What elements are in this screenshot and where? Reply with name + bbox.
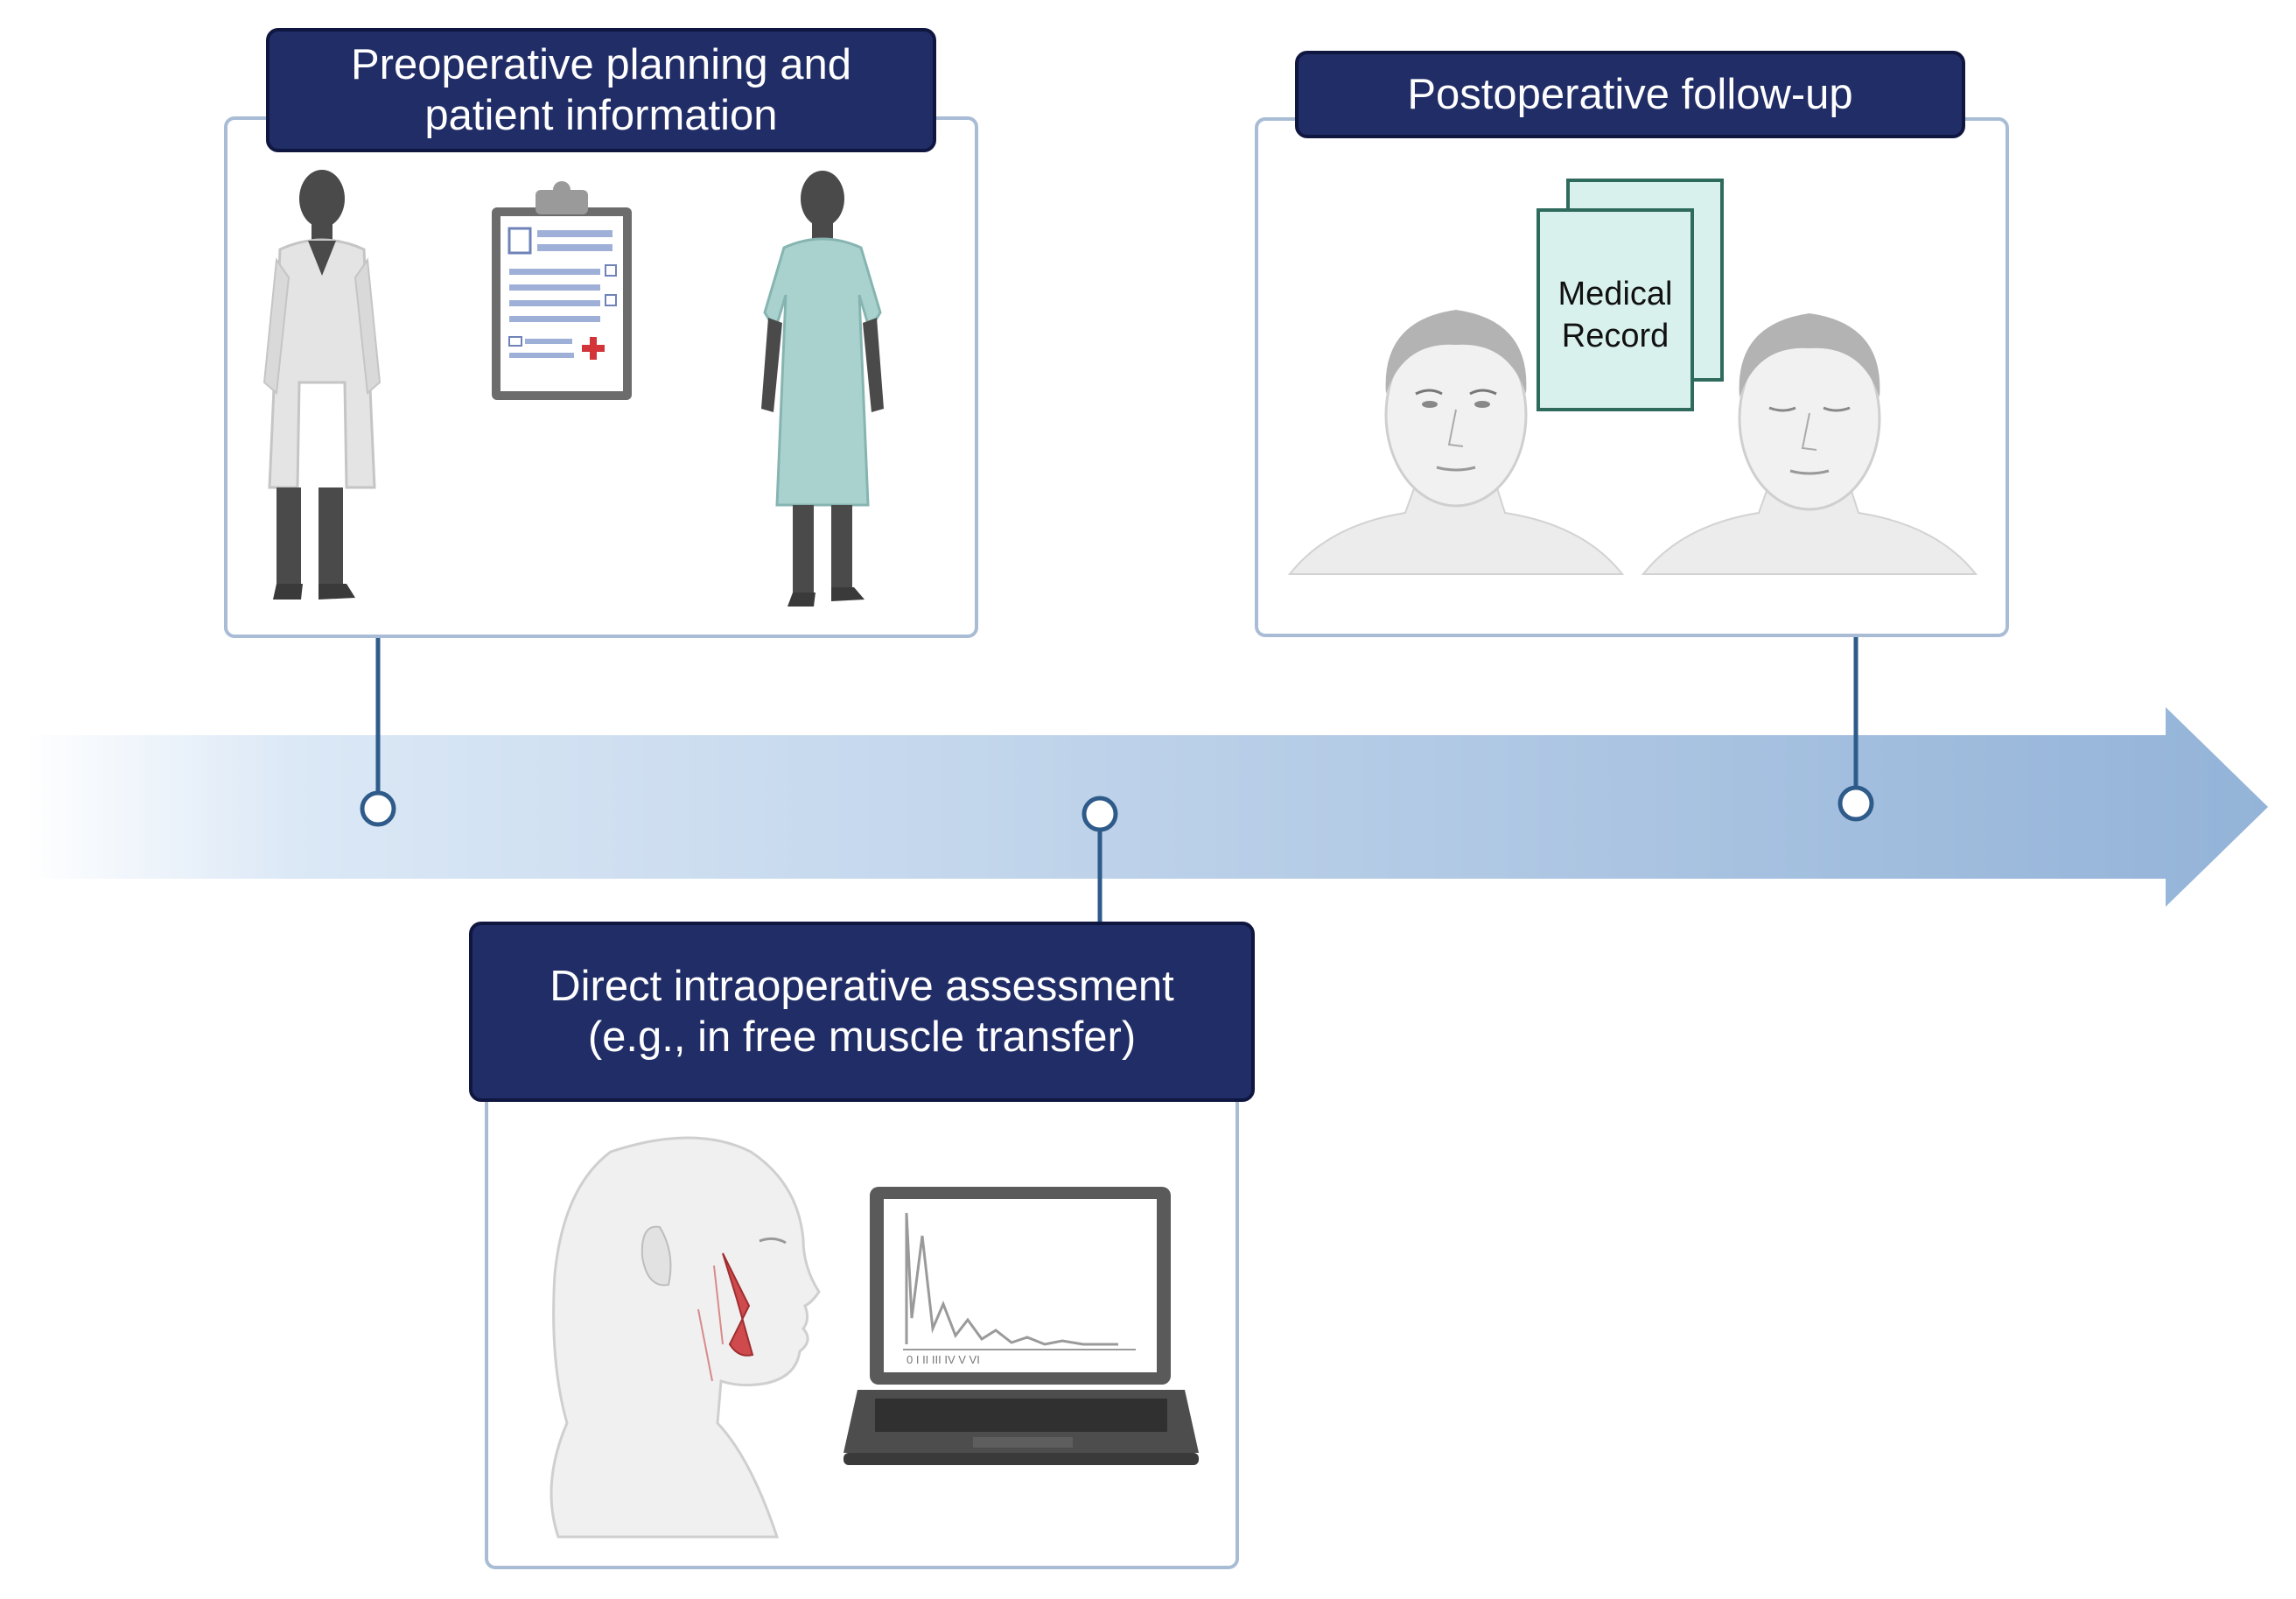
- title-preoperative-line2: patient information: [424, 92, 778, 139]
- medical-record-icon: Medical Record: [1536, 179, 1724, 411]
- panel-preoperative-art: [262, 170, 884, 607]
- head-profile-icon: [550, 1136, 821, 1539]
- face-after-icon: [1641, 313, 1978, 575]
- patient-icon: [761, 171, 884, 607]
- clipboard-icon: [492, 181, 632, 400]
- title-postoperative-line1: Postoperative follow-up: [1407, 71, 1853, 118]
- title-intraoperative-line2: (e.g., in free muscle transfer): [587, 1013, 1137, 1061]
- marker-postoperative: [1838, 785, 1874, 822]
- timeline-arrow: [24, 707, 2268, 907]
- marker-intraoperative: [1082, 796, 1118, 832]
- record-label-line1: Medical: [1558, 276, 1673, 312]
- doctor-icon: [262, 170, 382, 600]
- title-postoperative: Postoperative follow-up: [1295, 51, 1965, 138]
- title-preoperative: Preoperative planning and patient inform…: [266, 28, 936, 152]
- title-preoperative-line1: Preoperative planning and: [350, 41, 852, 88]
- panel-postoperative-art: Medical Record: [1287, 179, 1978, 575]
- title-intraoperative: Direct intraoperative assessment (e.g., …: [469, 922, 1255, 1102]
- title-intraoperative-line1: Direct intraoperative assessment: [550, 963, 1174, 1010]
- laptop-icon: 0 I II III IV V VI: [844, 1187, 1199, 1465]
- panel-intraoperative-art: 0 I II III IV V VI: [550, 1136, 1199, 1539]
- panel-preoperative: [224, 116, 978, 638]
- laptop-axis-ticks: 0 I II III IV V VI: [906, 1353, 980, 1366]
- panel-postoperative: Medical Record: [1255, 117, 2009, 637]
- marker-preoperative: [360, 790, 396, 827]
- panel-intraoperative: 0 I II III IV V VI: [485, 1043, 1239, 1569]
- record-label-line2: Record: [1562, 318, 1670, 354]
- face-before-icon: [1287, 310, 1625, 575]
